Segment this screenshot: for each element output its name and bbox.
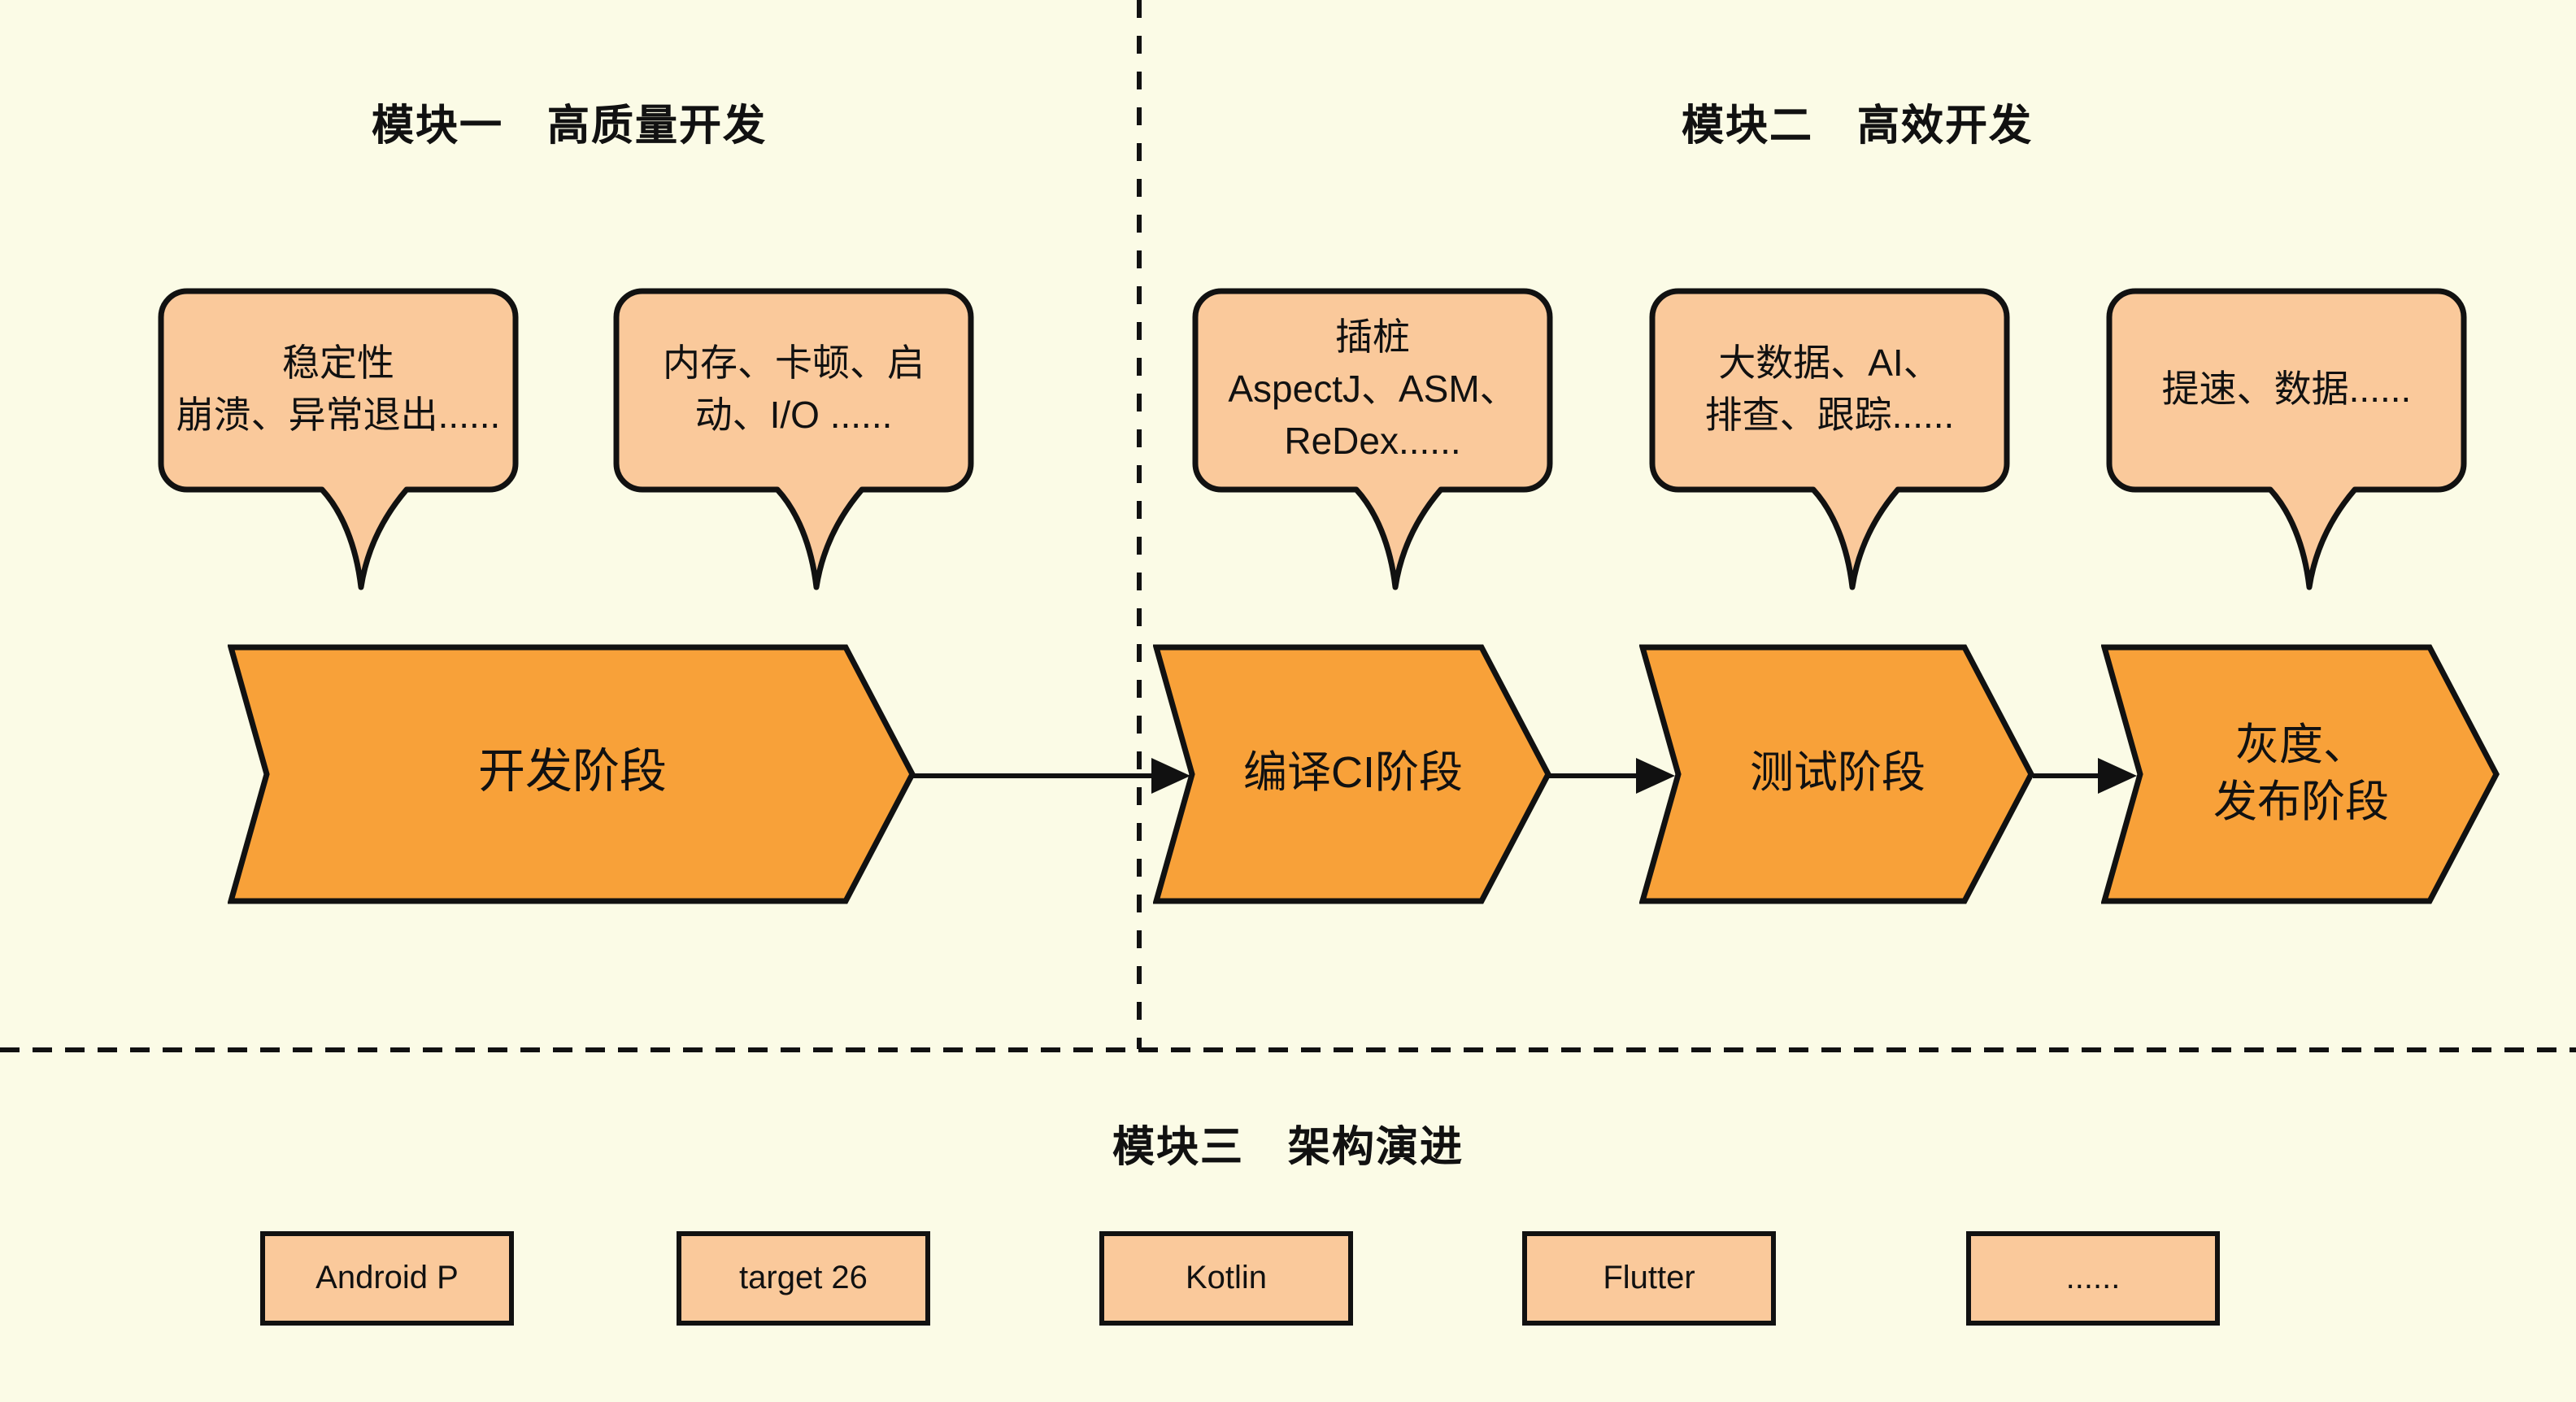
vertical-dashed-divider xyxy=(1137,0,1142,1049)
callout-bubble-memory: 内存、卡顿、启 动、I/O ...... xyxy=(613,288,974,597)
callout-bubble-shape xyxy=(1192,288,1553,590)
callout-bubble-text: 插桩 AspectJ、ASM、 ReDex...... xyxy=(1228,316,1517,462)
callout-bubble-shape xyxy=(1649,288,2010,590)
stage-chevron-shape xyxy=(228,644,916,904)
stage-chevron-compile-ci: 编译CI阶段 xyxy=(1153,644,1553,904)
tech-box-target-26: target 26 xyxy=(677,1231,930,1326)
module2-title: 模块二 高效开发 xyxy=(1681,101,2033,150)
callout-bubble-instrumentation: 插桩 AspectJ、ASM、 ReDex...... xyxy=(1192,288,1553,597)
callout-bubble-bigdata: 大数据、AI、 排查、跟踪...... xyxy=(1649,288,2010,597)
stage-chevron-label: 开发阶段 xyxy=(477,747,667,799)
tech-box-label: target 26 xyxy=(739,1260,868,1295)
flow-arrow-dev-to-ci xyxy=(911,758,1190,794)
module1-title: 模块一 高质量开发 xyxy=(371,101,767,150)
stage-chevron-shape xyxy=(1153,644,1551,904)
stage-chevron-label: 编译CI阶段 xyxy=(1243,748,1463,798)
stage-chevron-release: 灰度、 发布阶段 xyxy=(2101,644,2501,904)
tech-box-label: ...... xyxy=(2065,1260,2121,1295)
tech-box-kotlin: Kotlin xyxy=(1099,1231,1353,1326)
stage-chevron-testing: 测试阶段 xyxy=(1639,644,2036,904)
tech-box-android-p: Android P xyxy=(260,1231,514,1326)
stage-chevron-label: 灰度、 发布阶段 xyxy=(2213,720,2389,826)
tech-box-label: Android P xyxy=(315,1260,459,1295)
callout-bubble-text: 稳定性 崩溃、异常退出...... xyxy=(176,342,501,436)
callout-bubble-shape xyxy=(158,288,519,590)
callout-bubble-shape xyxy=(2106,288,2467,590)
tech-box-flutter: Flutter xyxy=(1522,1231,1776,1326)
module3-title: 模块三 架构演进 xyxy=(1112,1122,1464,1171)
callout-bubble-stability: 稳定性 崩溃、异常退出...... xyxy=(158,288,519,597)
stage-chevron-shape xyxy=(1639,644,2034,904)
callout-bubble-text: 大数据、AI、 排查、跟踪...... xyxy=(1704,342,1955,436)
tech-box-ellipsis: ...... xyxy=(1966,1231,2220,1326)
callout-bubble-text: 内存、卡顿、启 动、I/O ...... xyxy=(663,342,925,436)
tech-box-label: Kotlin xyxy=(1185,1260,1268,1295)
callout-bubble-shape xyxy=(613,288,974,590)
horizontal-dashed-divider xyxy=(0,1047,2576,1052)
stage-chevron-development: 开发阶段 xyxy=(228,644,917,904)
stage-chevron-shape xyxy=(2101,644,2500,904)
callout-bubble-text: 提速、数据...... xyxy=(2161,368,2412,411)
stage-chevron-label: 测试阶段 xyxy=(1750,748,1925,798)
tech-box-label: Flutter xyxy=(1603,1260,1695,1295)
callout-bubble-speedup: 提速、数据...... xyxy=(2106,288,2467,597)
